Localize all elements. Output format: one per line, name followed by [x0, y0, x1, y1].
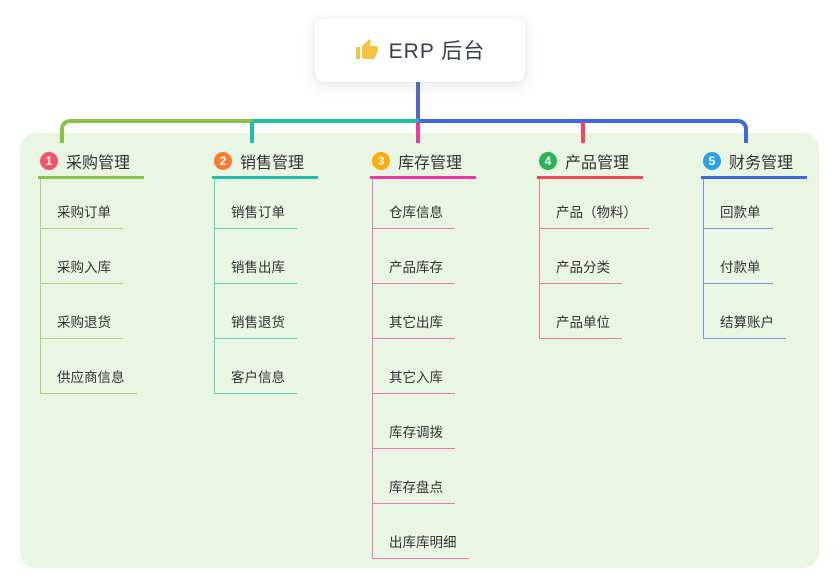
connector-corner-right [730, 119, 748, 143]
child-row: 其它出库 [373, 284, 469, 339]
connector-corner-left [60, 119, 78, 143]
branch-采购管理: 1 采购管理 采购订单采购入库采购退货供应商信息 [38, 146, 144, 394]
child-row: 采购入库 [41, 229, 137, 284]
child-row: 回款单 [704, 179, 786, 229]
branch-title: 产品管理 [565, 155, 630, 172]
branch-children: 销售订单销售出库销售退货客户信息 [214, 179, 297, 394]
child-row: 产品分类 [540, 229, 649, 284]
child-row: 产品单位 [540, 284, 649, 339]
child-row: 产品（物料） [540, 179, 649, 229]
child-row: 结算账户 [704, 284, 786, 339]
child-node-采购订单[interactable]: 采购订单 [41, 201, 123, 229]
branch-number-badge: 3 [372, 152, 390, 170]
branch-number-badge: 4 [539, 152, 557, 170]
branch-库存管理: 3 库存管理 仓库信息产品库存其它出库其它入库库存调拨库存盘点出库库明细 [370, 146, 476, 559]
child-node-结算账户[interactable]: 结算账户 [704, 311, 786, 339]
child-node-产品（物料）[interactable]: 产品（物料） [540, 201, 649, 229]
branch-number-badge: 2 [214, 152, 232, 170]
child-row: 采购退货 [41, 284, 137, 339]
root-title: ERP 后台 [388, 40, 486, 63]
child-node-供应商信息[interactable]: 供应商信息 [41, 366, 137, 394]
child-node-客户信息[interactable]: 客户信息 [215, 366, 297, 394]
child-row: 其它入库 [373, 339, 469, 394]
branches-panel [20, 133, 819, 568]
child-row: 仓库信息 [373, 179, 469, 229]
branch-产品管理: 4 产品管理 产品（物料） 产品分类产品单位 [537, 146, 649, 339]
child-node-仓库信息[interactable]: 仓库信息 [373, 201, 455, 229]
child-row: 销售出库 [215, 229, 297, 284]
branch-销售管理: 2 销售管理 销售订单销售出库销售退货客户信息 [212, 146, 318, 394]
child-node-销售订单[interactable]: 销售订单 [215, 201, 297, 229]
branch-drop-line [581, 122, 585, 143]
child-row: 库存调拨 [373, 394, 469, 449]
branch-children: 采购订单采购入库采购退货供应商信息 [40, 179, 137, 394]
child-node-出库库明细[interactable]: 出库库明细 [373, 531, 469, 559]
root-node[interactable]: ERP 后台 [315, 18, 525, 82]
child-node-付款单[interactable]: 付款单 [704, 256, 773, 284]
child-node-产品库存[interactable]: 产品库存 [373, 256, 455, 284]
root-connector-line [416, 82, 420, 120]
child-node-库存盘点[interactable]: 库存盘点 [373, 476, 455, 504]
child-row: 出库库明细 [373, 504, 469, 559]
branch-node[interactable]: 1 采购管理 [38, 146, 144, 179]
child-row: 销售订单 [215, 179, 297, 229]
thumbs-up-icon [355, 39, 378, 59]
branch-drop-line [416, 122, 420, 143]
child-node-采购入库[interactable]: 采购入库 [41, 256, 123, 284]
branch-title: 采购管理 [66, 155, 131, 172]
child-row: 供应商信息 [41, 339, 137, 394]
child-row: 销售退货 [215, 284, 297, 339]
child-node-回款单[interactable]: 回款单 [704, 201, 773, 229]
child-node-销售出库[interactable]: 销售出库 [215, 256, 297, 284]
child-node-产品单位[interactable]: 产品单位 [540, 311, 622, 339]
branch-number-badge: 5 [703, 152, 721, 170]
branch-drop-line [250, 122, 254, 143]
child-row: 产品库存 [373, 229, 469, 284]
branch-title: 财务管理 [729, 155, 794, 172]
child-node-库存调拨[interactable]: 库存调拨 [373, 421, 455, 449]
connector-rail [76, 119, 732, 123]
branch-children: 回款单付款单结算账户 [703, 179, 786, 339]
child-row: 付款单 [704, 229, 786, 284]
child-node-其它出库[interactable]: 其它出库 [373, 311, 455, 339]
branch-title: 销售管理 [240, 155, 305, 172]
branch-node[interactable]: 5 财务管理 [701, 146, 807, 179]
branch-children: 产品（物料） 产品分类产品单位 [539, 179, 649, 339]
child-node-采购退货[interactable]: 采购退货 [41, 311, 123, 339]
child-row: 客户信息 [215, 339, 297, 394]
branch-node[interactable]: 4 产品管理 [537, 146, 643, 179]
branch-number-badge: 1 [40, 152, 58, 170]
child-node-产品分类[interactable]: 产品分类 [540, 256, 622, 284]
branch-财务管理: 5 财务管理 回款单付款单结算账户 [701, 146, 807, 339]
child-row: 采购订单 [41, 179, 137, 229]
branch-children: 仓库信息产品库存其它出库其它入库库存调拨库存盘点出库库明细 [372, 179, 469, 559]
branch-node[interactable]: 2 销售管理 [212, 146, 318, 179]
child-node-销售退货[interactable]: 销售退货 [215, 311, 297, 339]
child-row: 库存盘点 [373, 449, 469, 504]
child-node-其它入库[interactable]: 其它入库 [373, 366, 455, 394]
branch-title: 库存管理 [398, 155, 463, 172]
branch-node[interactable]: 3 库存管理 [370, 146, 476, 179]
